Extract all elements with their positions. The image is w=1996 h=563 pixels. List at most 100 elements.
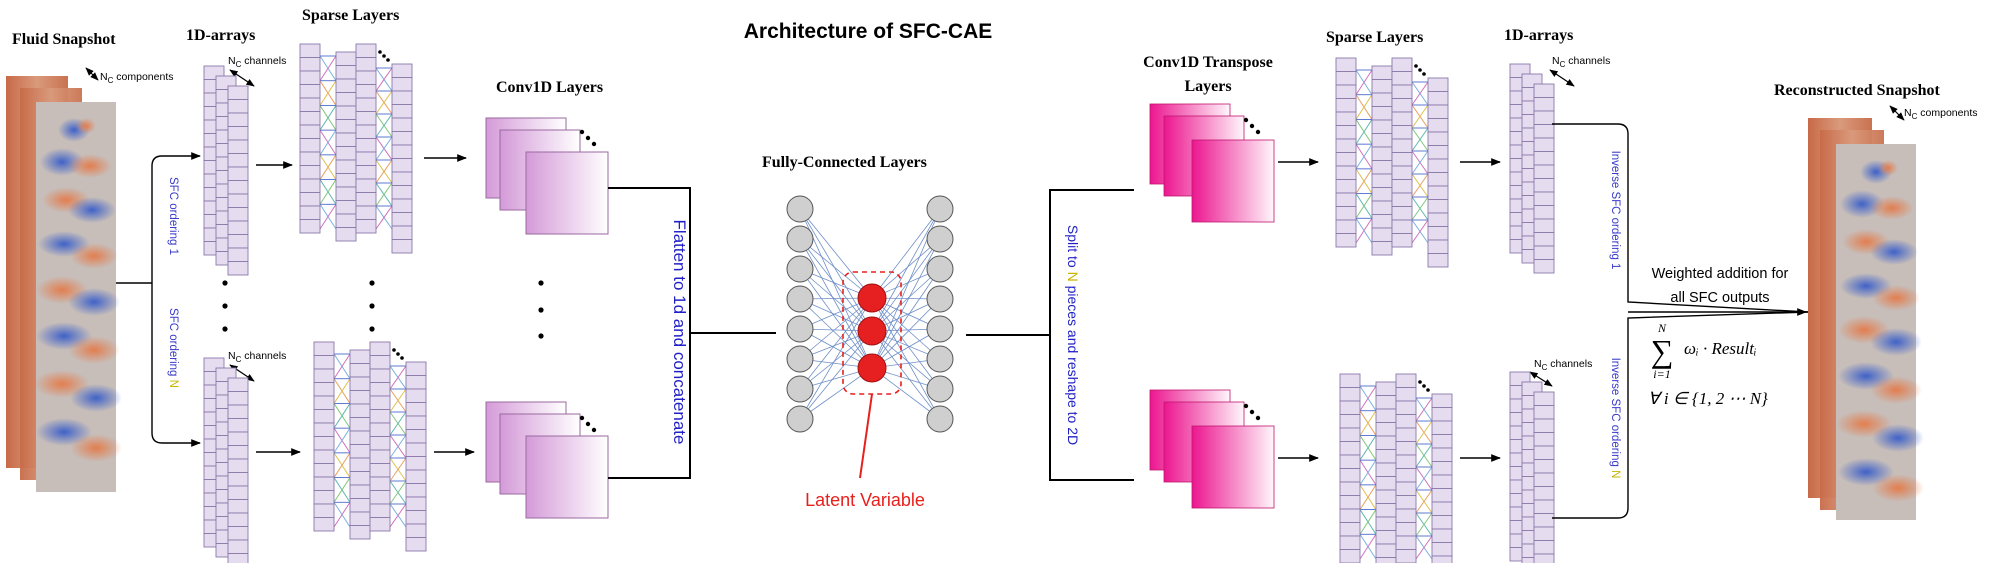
array-column [1533,83,1555,274]
sparse-column [349,349,371,540]
split-bracket [966,189,1134,481]
svg-text:SFC ordering N: SFC ordering N [167,308,179,388]
nc-arrow-right-top [1549,69,1575,87]
input-neuron [786,405,814,433]
inverse-sfc-n-label: Inverse SFC ordering N [1609,358,1621,479]
array-stack-left-bottom [203,357,249,563]
output-neuron [926,285,954,313]
latent-neuron [857,283,887,313]
sfc-ordering-1-label: SFC ordering 1 [167,177,179,255]
weighted-sum-formula: N ∑ i=1 ωᵢ · Resultᵢ ∀ i ∈ {1, 2 ⋯ N} [1648,321,1768,408]
sparse-column [1335,57,1357,248]
sparse-block-right-bottom [1339,373,1453,563]
arrays-1d-left-label: 1D-arrays [186,27,255,44]
conv1d-stack-bottom [485,401,609,519]
reconstructed-snapshot-label: Reconstructed Snapshot [1774,82,1940,99]
svg-text:Inverse SFC ordering N: Inverse SFC ordering N [1609,358,1621,479]
output-neuron [926,255,954,283]
conv1d-layers-label: Conv1D Layers [496,79,603,96]
conv1d-transpose-stack-bottom [1149,389,1275,509]
array-column [1533,391,1555,563]
array-stack-right-top [1509,63,1555,274]
array-stack-left-top [203,65,249,276]
reconstructed-snapshot-field [1836,144,1924,520]
array-column [227,85,249,276]
output-neuron [926,225,954,253]
svg-text:NC channels: NC channels [1534,358,1592,372]
latent-neuron [857,316,887,346]
svg-text:Inverse SFC ordering 1: Inverse SFC ordering 1 [1609,151,1621,270]
sparse-column [369,341,391,532]
output-neuron [926,315,954,343]
input-neuron [786,285,814,313]
sparse-column [1427,77,1449,268]
nc-channels-label-left-bottom: NC channels [228,350,286,364]
reconstructed-snapshot-stack [1808,118,1924,520]
fluid-snapshot-field [34,102,122,492]
fluid-snapshot-label: Fluid Snapshot [12,31,116,48]
output-neuron [926,375,954,403]
sparse-column [355,43,377,234]
input-neuron [786,225,814,253]
svg-text:NC channels: NC channels [228,55,286,69]
formula-sigma: ∑ [1651,333,1674,369]
input-neuron [786,345,814,373]
latent-variable-indicator [842,271,902,479]
right-merge-connectors [1552,123,1809,519]
sparse-column [1371,65,1393,256]
svg-text:NC channels: NC channels [228,350,286,364]
sparse-block-right-top [1335,57,1449,268]
formula-forall: ∀ i ∈ {1, 2 ⋯ N} [1648,389,1768,408]
sparse-layers-right-label: Sparse Layers [1326,29,1423,46]
sparse-column [1431,393,1453,563]
nc-channels-label-left-top: NC channels [228,55,286,69]
fc-layers-label: Fully-Connected Layers [762,154,927,171]
input-neuron [786,255,814,283]
svg-text:Flatten to 1d and concatenate: Flatten to 1d and concatenate [670,220,689,445]
nc-arrow-left-top [229,69,255,87]
sparse-block-left-bottom [313,341,427,552]
input-neuron [786,375,814,403]
sparse-column [1391,57,1413,248]
output-neuron [926,405,954,433]
input-neuron [786,195,814,223]
nc-channels-label-right-top: NC channels [1552,55,1610,69]
nc-components-label-left: NC components [100,71,174,85]
sparse-column [1395,373,1417,563]
sparse-column [299,43,321,234]
weighted-addition-line2: all SFC outputs [1670,290,1769,306]
fc-connections [799,208,941,420]
svg-text:SFC ordering 1: SFC ordering 1 [167,177,179,255]
nc-components-label-right: NC components [1904,107,1978,121]
sparse-column [405,361,427,552]
left-branch-connectors [116,152,201,447]
nc-arrow-right-components [1889,105,1905,121]
svg-text:Split to N pieces and reshape: Split to N pieces and reshape to 2D [1065,225,1081,445]
vertical-ellipsis-dots [222,280,544,339]
svg-text:NC components: NC components [100,71,174,85]
conv1d-transpose-label-line1: Conv1D Transpose [1143,54,1273,71]
output-neuron [926,195,954,223]
formula-term: ωᵢ · Resultᵢ [1684,339,1757,358]
svg-text:NC channels: NC channels [1552,55,1610,69]
fully-connected-network [786,195,954,433]
sparse-column [1375,381,1397,563]
flatten-bracket [608,187,776,479]
input-neuron [786,315,814,343]
sparse-column [313,341,335,532]
conv1d-stack-top [485,117,609,235]
sparse-layers-left-label: Sparse Layers [302,7,399,24]
split-reshape-label: Split to N pieces and reshape to 2D [1065,225,1081,445]
array-column [227,377,249,563]
weighted-addition-line1: Weighted addition for [1652,266,1789,282]
conv1d-transpose-label-line2: Layers [1184,78,1231,95]
arrays-1d-right-label: 1D-arrays [1504,27,1573,44]
svg-text:NC components: NC components [1904,107,1978,121]
sparse-block-left-top [299,43,413,254]
sparse-column [1339,373,1361,563]
sparse-column [335,51,357,242]
conv1d-transpose-stack-top [1149,103,1275,223]
diagram-title: Architecture of SFC-CAE [744,20,993,43]
sparse-column [391,63,413,254]
flatten-concat-label: Flatten to 1d and concatenate [670,220,689,445]
